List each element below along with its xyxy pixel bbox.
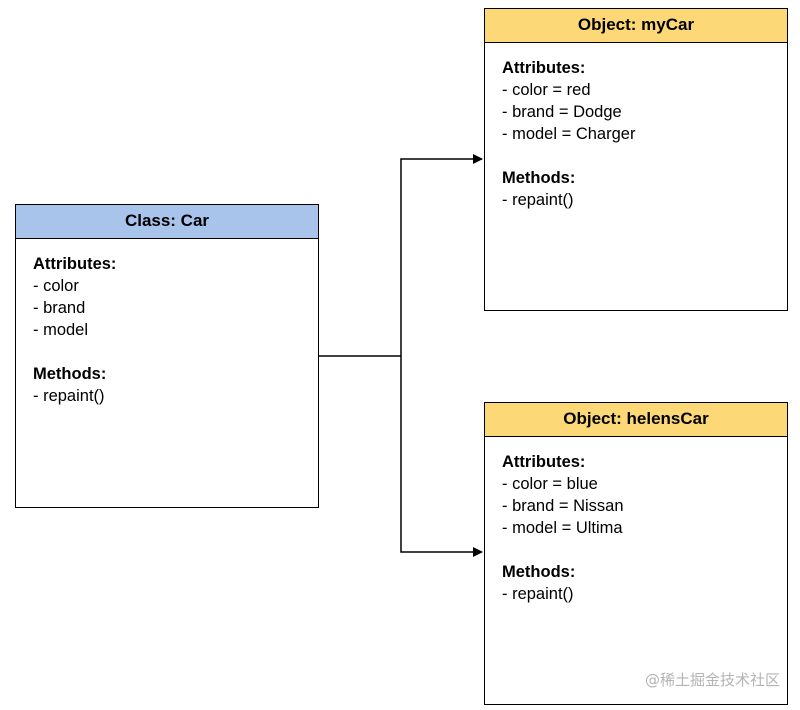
attribute-item: - color xyxy=(33,277,79,295)
attribute-item: - color = red xyxy=(502,81,591,99)
methods-heading: Methods: xyxy=(502,563,576,581)
class-car-title: Class: Car xyxy=(16,205,318,239)
attribute-item: - brand = Nissan xyxy=(502,497,624,515)
object-mycar-title: Object: myCar xyxy=(485,9,787,43)
object-mycar-box: Object: myCar Attributes: - color = red … xyxy=(484,8,788,311)
method-item: - repaint() xyxy=(502,585,574,603)
watermark: @稀土掘金技术社区 xyxy=(644,671,780,689)
object-helenscar-box: Object: helensCar Attributes: - color = … xyxy=(484,402,788,705)
method-item: - repaint() xyxy=(502,191,574,209)
class-car-box: Class: Car Attributes: - color - brand -… xyxy=(15,204,319,508)
attribute-item: - model xyxy=(33,321,89,339)
object-helenscar-title: Object: helensCar xyxy=(485,403,787,437)
attribute-item: - brand xyxy=(33,299,86,317)
attributes-heading: Attributes: xyxy=(502,453,586,471)
attribute-item: - model = Ultima xyxy=(502,519,623,537)
attributes-heading: Attributes: xyxy=(33,255,117,273)
attribute-item: - model = Charger xyxy=(502,125,636,143)
attribute-item: - color = blue xyxy=(502,475,598,493)
object-helenscar-body: Attributes: - color = blue - brand = Nis… xyxy=(485,437,787,605)
methods-heading: Methods: xyxy=(33,365,107,383)
method-item: - repaint() xyxy=(33,387,105,405)
object-mycar-body: Attributes: - color = red - brand = Dodg… xyxy=(485,43,787,211)
arrow-to-helenscar xyxy=(400,356,483,557)
methods-heading: Methods: xyxy=(502,169,576,187)
arrow-to-mycar xyxy=(400,154,483,356)
attribute-item: - brand = Dodge xyxy=(502,103,622,121)
attributes-heading: Attributes: xyxy=(502,59,586,77)
class-car-body: Attributes: - color - brand - model Meth… xyxy=(16,239,318,407)
